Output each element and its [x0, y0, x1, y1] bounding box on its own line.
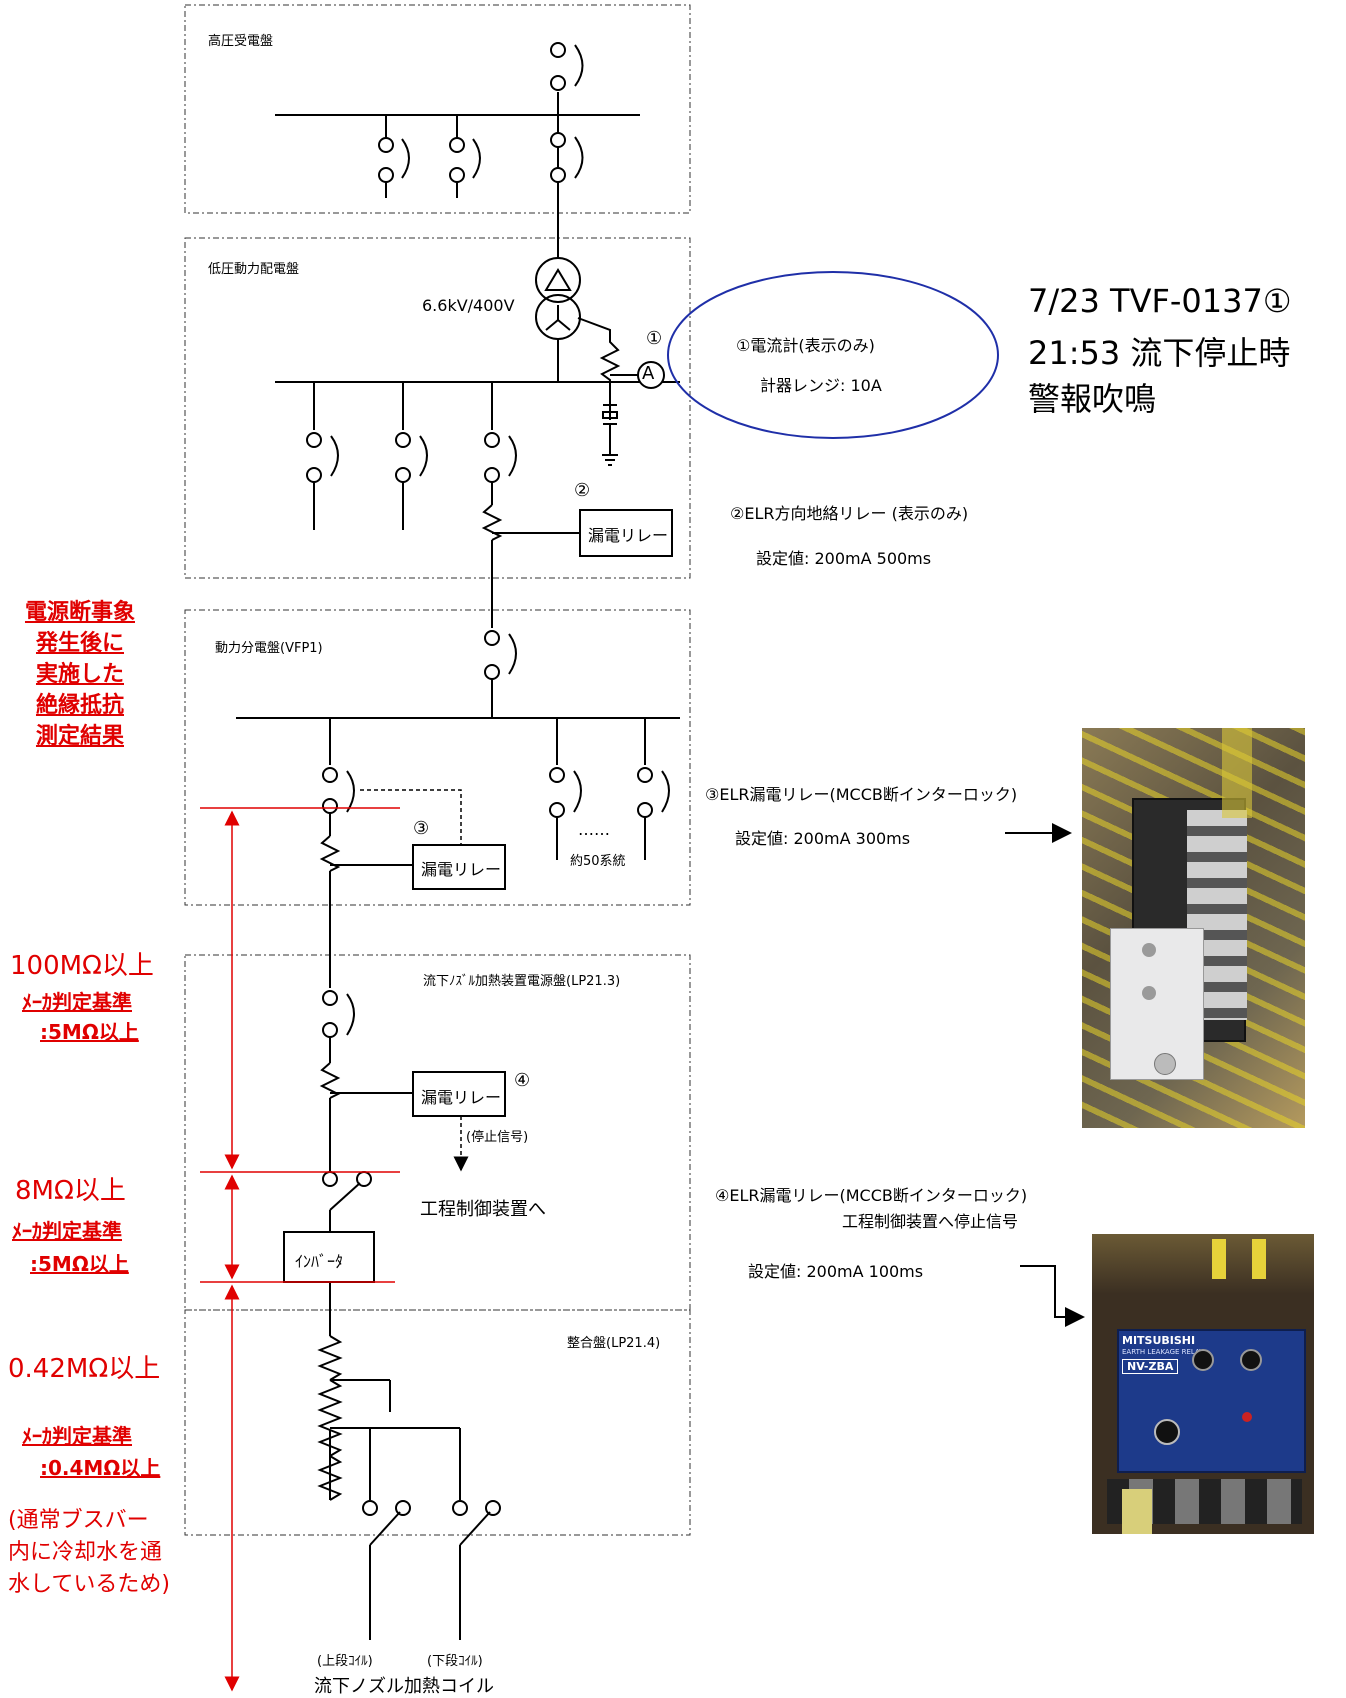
- measurement-2-criterion: ﾒｰｶ判定基準: [12, 1219, 122, 1243]
- upper-coil: (上段ｺｲﾙ): [317, 1654, 373, 1669]
- relay-3-photo: [1082, 728, 1305, 1128]
- panel-nozzle-power-box: [184, 954, 691, 1311]
- relay-label-3: 漏電リレー: [421, 860, 502, 879]
- marker-2: ②: [574, 480, 591, 501]
- measurement-3-value: 0.42MΩ以上: [8, 1354, 161, 1384]
- measurement-3-criterion-value: :0.4MΩ以上: [40, 1456, 161, 1480]
- lower-coil: (下段ｺｲﾙ): [427, 1654, 483, 1669]
- relay-4-desc: EARTH LEAKAGE RELAY: [1122, 1348, 1204, 1356]
- measurement-3-note-line: (通常ブスバー: [8, 1508, 149, 1533]
- elr2-setting: 設定値: 200mA 500ms: [756, 549, 932, 568]
- measurement-2-criterion-value: :5MΩ以上: [30, 1252, 129, 1276]
- event-line-2: 21:53 流下停止時: [1028, 334, 1291, 372]
- ammeter-symbol: A: [642, 363, 655, 384]
- elr4-subtitle: 工程制御装置へ停止信号: [842, 1212, 1019, 1231]
- measurement-3-criterion: ﾒｰｶ判定基準: [22, 1424, 132, 1448]
- inverter-label: ｲﾝﾊﾞｰﾀ: [295, 1252, 344, 1271]
- transformer-ratio: 6.6kV/400V: [422, 296, 515, 315]
- measurement-3-note: (通常ブスバー 内に冷却水を通 水しているため): [8, 1505, 170, 1601]
- insulation-header-line: 測定結果: [35, 724, 124, 749]
- approx-systems: 約50系統: [570, 854, 626, 869]
- insulation-header: 電源断事象 発生後に 実施した 絶縁抵抗 測定結果: [5, 597, 155, 752]
- stop-signal: (停止信号): [466, 1130, 529, 1145]
- elr4-setting: 設定値: 200mA 100ms: [748, 1262, 924, 1281]
- relay-4-brand: MITSUBISHI: [1122, 1334, 1196, 1347]
- measurement-1-criterion: ﾒｰｶ判定基準: [22, 990, 132, 1014]
- elr4-title: ④ELR漏電リレー(MCCB断インターロック): [715, 1186, 1028, 1205]
- dots: ……: [578, 820, 610, 839]
- measurement-3-note-line: 内に冷却水を通: [8, 1540, 163, 1565]
- insulation-header-line: 電源断事象: [24, 600, 135, 625]
- event-line-1: 7/23 TVF-0137①: [1028, 282, 1292, 320]
- relay-label-2: 漏電リレー: [588, 526, 669, 545]
- measurement-3-note-line: 水しているため): [8, 1572, 170, 1597]
- panel-label-high-voltage: 高圧受電盤: [208, 34, 274, 49]
- marker-4: ④: [514, 1070, 531, 1091]
- panel-high-voltage-box: [184, 4, 691, 214]
- marker-1: ①: [646, 328, 663, 349]
- panel-label-nozzle-power: 流下ﾉｽﾞﾙ加熱装置電源盤(LP21.3): [423, 974, 621, 989]
- ammeter-range: 計器レンジ: 10A: [760, 376, 882, 395]
- insulation-header-line: 絶縁抵抗: [35, 693, 124, 718]
- heating-coil: 流下ノズル加熱コイル: [314, 1676, 494, 1697]
- arrow-to-photo-4: [1020, 1265, 1085, 1327]
- ammeter-title: ①電流計(表示のみ): [736, 336, 875, 355]
- measurement-1-value: 100MΩ以上: [10, 951, 154, 981]
- marker-3: ③: [413, 818, 430, 839]
- panel-label-low-voltage: 低圧動力配電盤: [208, 262, 300, 277]
- insulation-header-line: 発生後に: [35, 631, 124, 656]
- panel-label-power-dist: 動力分電盤(VFP1): [215, 641, 323, 656]
- relay-4-photo: MITSUBISHI EARTH LEAKAGE RELAY NV-ZBA: [1092, 1234, 1314, 1534]
- elr3-title: ③ELR漏電リレー(MCCB断インターロック): [705, 785, 1018, 804]
- panel-low-voltage-box: [184, 237, 691, 579]
- panel-label-matching: 整合盤(LP21.4): [567, 1336, 661, 1351]
- measurement-2-value: 8MΩ以上: [15, 1176, 126, 1206]
- elr3-setting: 設定値: 200mA 300ms: [735, 829, 911, 848]
- ammeter-callout-ellipse: [667, 271, 999, 439]
- relay-label-4: 漏電リレー: [421, 1088, 502, 1107]
- panel-matching-box: [184, 1309, 691, 1536]
- event-line-3: 警報吹鳴: [1028, 380, 1157, 418]
- panel-power-dist-box: [184, 609, 691, 906]
- measurement-1-criterion-value: :5MΩ以上: [40, 1020, 139, 1044]
- to-process-control: 工程制御装置へ: [420, 1199, 546, 1220]
- insulation-header-line: 実施した: [35, 662, 124, 687]
- elr2-title: ②ELR方向地絡リレー (表示のみ): [730, 504, 969, 523]
- relay-4-model: NV-ZBA: [1122, 1359, 1179, 1374]
